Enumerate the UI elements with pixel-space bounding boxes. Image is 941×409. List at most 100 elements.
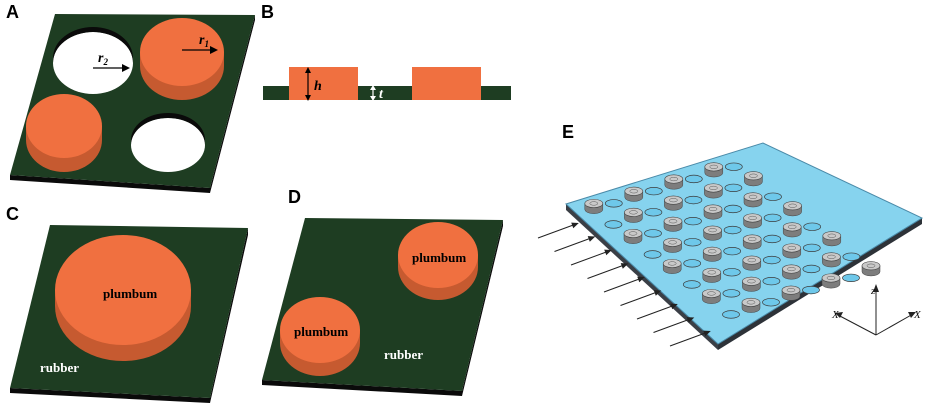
lattice-cylinder-top xyxy=(861,261,881,271)
lattice-hole xyxy=(722,268,741,277)
panel-e-axis-x-right xyxy=(875,313,914,336)
lattice-hole xyxy=(802,285,820,295)
lattice-hole xyxy=(644,208,663,217)
lattice-cylinder-mesh xyxy=(866,263,876,268)
lattice-hole xyxy=(722,310,740,319)
incident-arrow-head xyxy=(653,290,662,296)
lattice-cylinder-mesh xyxy=(786,288,796,293)
lattice-cylinder-mesh xyxy=(746,300,756,305)
incident-arrow-head xyxy=(604,249,612,256)
lattice-cylinder-top xyxy=(782,264,801,274)
lattice-hole xyxy=(644,229,662,238)
lattice-hole xyxy=(802,264,821,274)
lattice-hole xyxy=(724,162,743,171)
lattice-cylinder-top xyxy=(822,252,841,262)
incident-arrow-line xyxy=(653,318,692,333)
lattice-cylinder-mesh xyxy=(787,245,797,250)
panel-b-letter: B xyxy=(261,2,274,22)
panel-b: B h t xyxy=(261,2,511,102)
panel-d-lead-disk-top xyxy=(398,222,478,288)
incident-arrow-line xyxy=(603,277,643,293)
incident-arrow-head xyxy=(703,330,711,337)
lattice-cylinder-mesh xyxy=(628,231,638,236)
lattice-cylinder-top xyxy=(702,267,722,277)
panel-d-plumbum-top-label: plumbum xyxy=(412,250,466,265)
lattice-cylinder-top xyxy=(703,225,722,235)
panel-a-r1-label: r1 xyxy=(199,33,209,49)
lattice-hole xyxy=(724,204,742,214)
panel-a-lead-disk-top xyxy=(140,18,224,86)
lattice-cylinder-mesh xyxy=(707,291,716,296)
lattice-hole xyxy=(604,199,623,208)
lattice-cylinder-mesh xyxy=(747,237,757,242)
lattice-hole xyxy=(684,195,703,205)
panel-e-axis-x-right-label: X xyxy=(913,309,922,321)
lattice-hole xyxy=(604,220,623,229)
lattice-cylinder-mesh xyxy=(629,189,639,194)
panel-c: C plumbum rubber xyxy=(6,204,248,403)
lattice-cylinder-mesh xyxy=(827,233,837,238)
lattice-hole xyxy=(683,238,702,247)
lattice-cylinder-mesh xyxy=(708,207,718,212)
incident-arrow-line xyxy=(636,304,676,320)
panel-e-plate-side-edge xyxy=(718,218,922,350)
lattice-cylinder-top xyxy=(781,285,801,295)
lattice-cylinder-top xyxy=(702,246,722,256)
lattice-hole xyxy=(842,252,861,261)
incident-arrow-head xyxy=(637,276,645,283)
lattice-hole xyxy=(763,213,782,223)
lattice-hole xyxy=(684,216,702,226)
panel-e-axis-z-label: z xyxy=(870,285,876,297)
lattice-hole xyxy=(803,222,822,231)
lattice-cylinder-top xyxy=(822,231,842,241)
incident-arrow-head xyxy=(670,303,678,310)
panel-e-letter: E xyxy=(562,122,574,142)
lattice-cylinder-mesh xyxy=(747,279,756,284)
lattice-hole xyxy=(723,225,742,235)
lattice-cylinder-top xyxy=(742,234,762,244)
lattice-cylinder-top xyxy=(623,228,643,238)
lattice-cylinder-top xyxy=(704,162,724,172)
lattice-cylinder-top xyxy=(624,207,643,217)
lattice-cylinder-top xyxy=(662,258,682,268)
lattice-hole xyxy=(802,243,821,253)
panel-b-h-label: h xyxy=(314,79,322,94)
lattice-cylinder-mesh xyxy=(747,258,757,263)
panel-a-letter: A xyxy=(6,2,19,22)
lattice-cylinder-mesh xyxy=(667,261,677,266)
lattice-cylinder-top xyxy=(704,183,723,193)
panel-b-lead-block-2 xyxy=(412,67,481,100)
lattice-cylinder-mesh xyxy=(748,194,758,199)
panel-e-cylinder-array xyxy=(584,162,881,319)
lattice-hole xyxy=(722,289,741,298)
lattice-cylinder-top xyxy=(664,195,683,205)
lattice-cylinder-top xyxy=(741,297,761,307)
lattice-cylinder-mesh xyxy=(826,275,836,281)
panel-e-axis-x-left-label: X xyxy=(831,309,840,321)
lattice-cylinder-top xyxy=(584,198,604,208)
lattice-cylinder-mesh xyxy=(669,198,678,203)
lattice-hole xyxy=(763,234,782,244)
panel-b-t-label: t xyxy=(379,87,384,102)
lattice-hole xyxy=(684,174,703,184)
lattice-cylinder-mesh xyxy=(787,267,796,272)
lattice-cylinder-mesh xyxy=(709,185,718,190)
panel-d: D plumbum plumbum rubber xyxy=(262,187,503,396)
incident-arrow-line xyxy=(669,331,709,347)
lattice-hole xyxy=(682,280,701,289)
panel-a-lead-disk-bottom xyxy=(26,94,102,158)
lattice-cylinder-mesh xyxy=(707,249,717,254)
panel-e: E z X X xyxy=(537,122,924,350)
lattice-hole xyxy=(762,277,781,286)
incident-arrow-head xyxy=(686,317,695,323)
lattice-cylinder-mesh xyxy=(709,164,719,169)
incident-arrow-line xyxy=(537,223,577,239)
incident-arrow-head xyxy=(587,236,596,242)
lattice-cylinder-top xyxy=(783,201,802,211)
panel-a-r2-label: r2 xyxy=(98,51,108,67)
lattice-hole xyxy=(762,298,780,307)
lattice-cylinder-top xyxy=(743,213,762,223)
panel-c-rubber-label: rubber xyxy=(40,360,79,375)
lattice-cylinder-top xyxy=(624,186,644,196)
incident-arrow-line xyxy=(587,264,626,279)
